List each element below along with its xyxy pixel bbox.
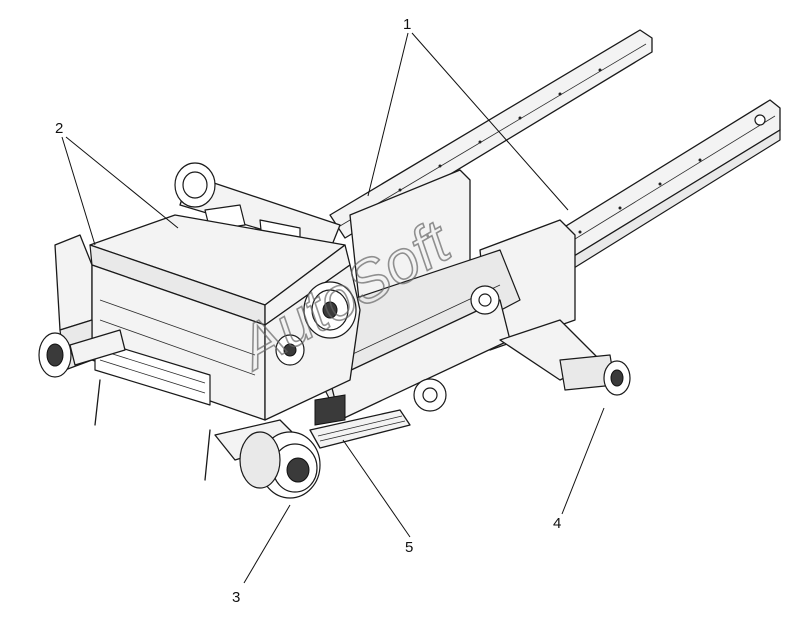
callout-3: 3: [232, 589, 240, 606]
top-cover-panel: [89, 214, 351, 326]
callout-5: 5: [405, 539, 413, 556]
front-wheel-hub: [214, 419, 321, 499]
callout-1: 1: [403, 16, 411, 33]
left-wheel-hub: [38, 329, 211, 481]
upper-beam: [329, 29, 653, 239]
pulley-drum: [275, 281, 357, 366]
step-ladder: [309, 394, 411, 449]
leader-lines: [61, 32, 605, 584]
rear-axle: [499, 319, 631, 396]
callout-2: 2: [55, 120, 63, 137]
callout-4: 4: [553, 515, 561, 532]
